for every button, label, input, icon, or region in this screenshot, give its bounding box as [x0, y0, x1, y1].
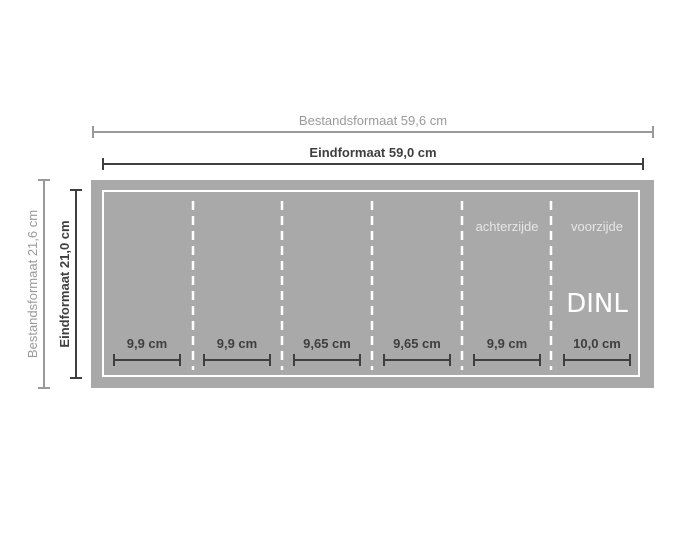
- panel-1: 9,9 cm: [113, 336, 181, 366]
- bleed-width-dimension: Bestandsformaat 59,6 cm: [92, 113, 654, 138]
- final-width-dimension: Eindformaat 59,0 cm: [102, 145, 644, 170]
- panel-side-label: voorzijde: [571, 219, 623, 234]
- fold-lines: [191, 201, 553, 370]
- panel-width-label: 9,9 cm: [127, 336, 167, 351]
- brand-label: DINL: [566, 289, 628, 319]
- trim-line: [102, 190, 640, 377]
- panel-2: 9,9 cm: [203, 336, 271, 366]
- panel-width-label: 9,9 cm: [217, 336, 257, 351]
- panel-4: 9,65 cm: [383, 336, 451, 366]
- panel-width-label: 9,65 cm: [303, 336, 351, 351]
- bleed-height-label: Bestandsformaat 21,6 cm: [25, 210, 40, 358]
- panel-3: 9,65 cm: [293, 336, 361, 366]
- panel-width-label: 9,65 cm: [393, 336, 441, 351]
- final-height-dimension: Eindformaat 21,0 cm: [57, 189, 82, 379]
- bleed-width-label: Bestandsformaat 59,6 cm: [299, 113, 447, 128]
- panel-side-label: achterzijde: [476, 219, 539, 234]
- panel-5: achterzijde 9,9 cm: [473, 219, 541, 366]
- bleed-height-dimension: Bestandsformaat 21,6 cm: [25, 179, 50, 389]
- panel-6: voorzijde DINL 10,0 cm: [563, 219, 631, 366]
- final-height-label: Eindformaat 21,0 cm: [57, 220, 72, 347]
- panel-width-label: 9,9 cm: [487, 336, 527, 351]
- panel-width-label: 10,0 cm: [573, 336, 621, 351]
- final-width-label: Eindformaat 59,0 cm: [309, 145, 436, 160]
